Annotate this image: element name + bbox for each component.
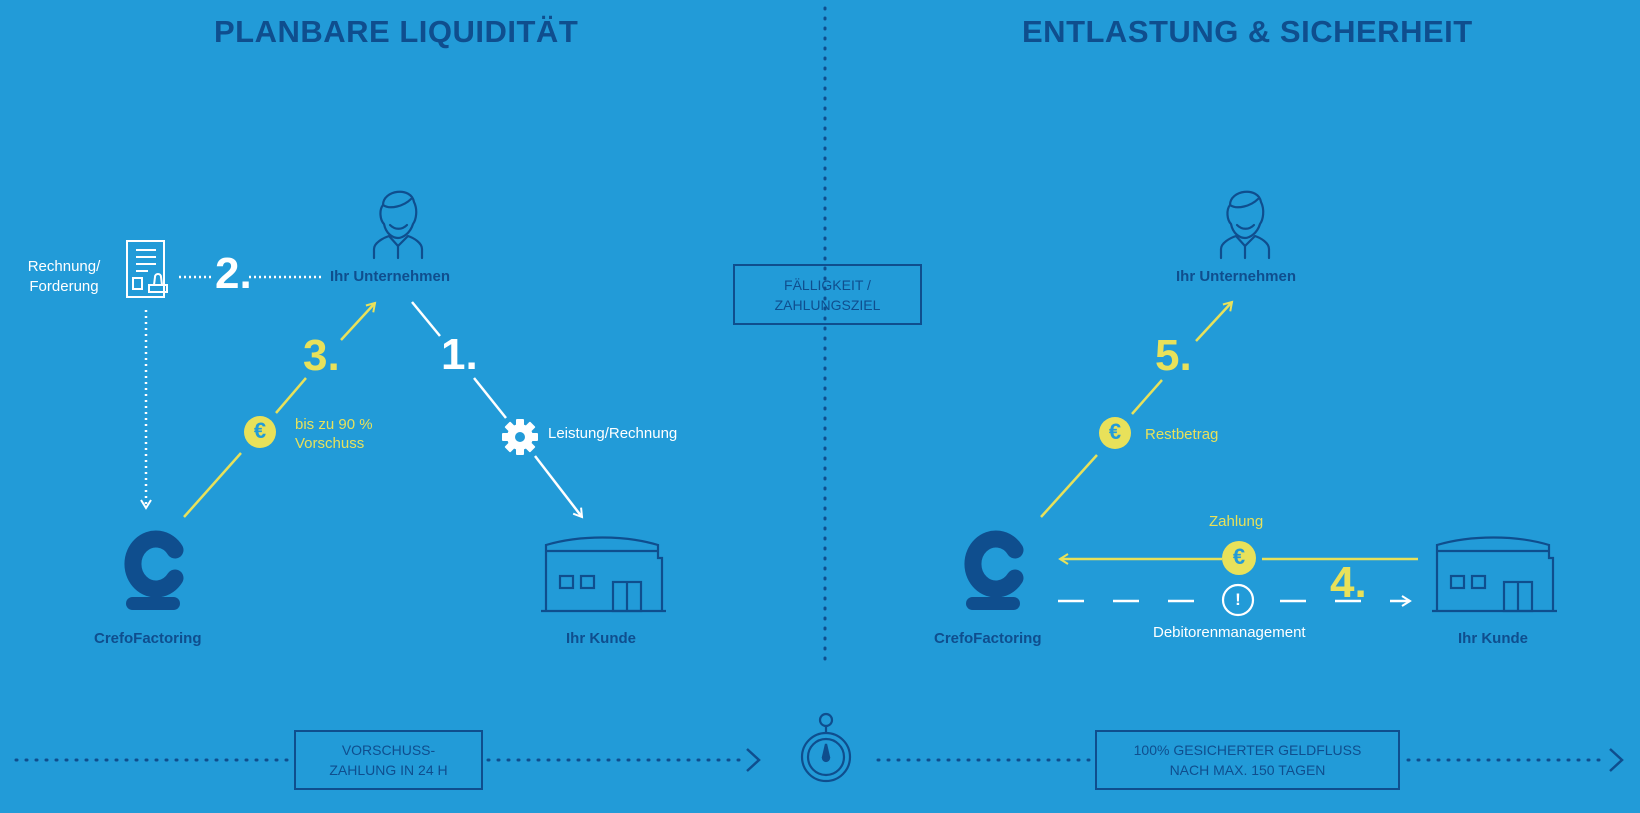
document-label-line1: Rechnung/ (27, 258, 101, 275)
service-invoice-label: Leistung/Rechnung (548, 425, 678, 442)
company-person-icon-left (372, 190, 424, 260)
secured-box-line2: NACH MAX. 150 TAGEN (1169, 762, 1326, 778)
arrow-step1-lower (534, 455, 584, 519)
euro-coin-icon-payment (1222, 541, 1256, 575)
crefo-logo-right (964, 530, 1024, 610)
step-1-number: 1. (441, 330, 478, 379)
factor-label-right: CrefoFactoring (934, 630, 1042, 647)
arrow-step3-lower (183, 452, 242, 518)
arrow-step1-mid (473, 377, 507, 419)
company-label-left: Ihr Unternehmen (330, 268, 451, 285)
company-person-icon-right (1219, 190, 1271, 260)
euro-symbol-payment: € (1232, 544, 1246, 569)
document-label-line2: Forderung (29, 278, 99, 295)
advance-box-line1: VORSCHUSS- (341, 742, 436, 758)
euro-coin-icon-right-upper (1099, 417, 1131, 449)
advance-label-line2: Vorschuss (295, 435, 365, 452)
customer-building-icon-right (1432, 536, 1557, 613)
step-4-number: 4. (1330, 558, 1367, 607)
alert-icon (1221, 583, 1255, 617)
secured-cashflow-box: 100% GESICHERTER GELDFLUSS NACH MAX. 150… (1095, 730, 1400, 790)
step-5-number: 5. (1155, 331, 1192, 380)
left-section-title: PLANBARE LIQUIDITÄT (214, 14, 579, 49)
collection-label: Debitorenmanagement (1153, 624, 1306, 641)
euro-coin-icon-left (244, 416, 276, 448)
advance-payment-box: VORSCHUSS- ZAHLUNG IN 24 H (294, 730, 483, 790)
euro-symbol-left: € (253, 418, 267, 443)
payment-label: Zahlung (1209, 513, 1264, 530)
alert-symbol: ! (1235, 590, 1241, 609)
factor-label-left: CrefoFactoring (94, 630, 202, 647)
timeline-right-chevron (1609, 748, 1624, 772)
arrow-step5-upper (1195, 300, 1234, 342)
euro-symbol-right: € (1108, 419, 1122, 444)
company-label-right: Ihr Unternehmen (1176, 268, 1297, 285)
gear-icon (502, 419, 538, 455)
due-box-line1: FÄLLIGKEIT / (784, 276, 871, 293)
arrow-step3-upper (340, 301, 377, 341)
customer-building-icon-left (541, 536, 666, 613)
customer-label-right: Ihr Kunde (1458, 630, 1528, 647)
advance-label-line1: bis zu 90 % (295, 416, 373, 433)
secured-box-line1: 100% GESICHERTER GELDFLUSS (1133, 742, 1362, 758)
right-section-title: ENTLASTUNG & SICHERHEIT (1022, 14, 1473, 49)
step-2-number: 2. (215, 249, 252, 298)
arrow-step5-mid (1131, 379, 1163, 415)
crefo-logo-left (124, 530, 184, 610)
due-date-box: FÄLLIGKEIT / ZAHLUNGSZIEL (733, 264, 922, 325)
customer-label-left: Ihr Kunde (566, 630, 636, 647)
remainder-label: Restbetrag (1145, 426, 1219, 443)
due-box-line2: ZAHLUNGSZIEL (774, 296, 881, 313)
arrow-step5-lower (1040, 454, 1098, 518)
arrow-step3-mid (275, 377, 307, 414)
timeline-left-chevron (746, 748, 761, 772)
advance-box-line2: ZAHLUNG IN 24 H (329, 762, 448, 778)
arrow-step1-upper (411, 301, 441, 337)
step-3-number: 3. (303, 331, 340, 380)
stopwatch-icon (800, 712, 852, 783)
invoice-document-icon (126, 240, 168, 298)
